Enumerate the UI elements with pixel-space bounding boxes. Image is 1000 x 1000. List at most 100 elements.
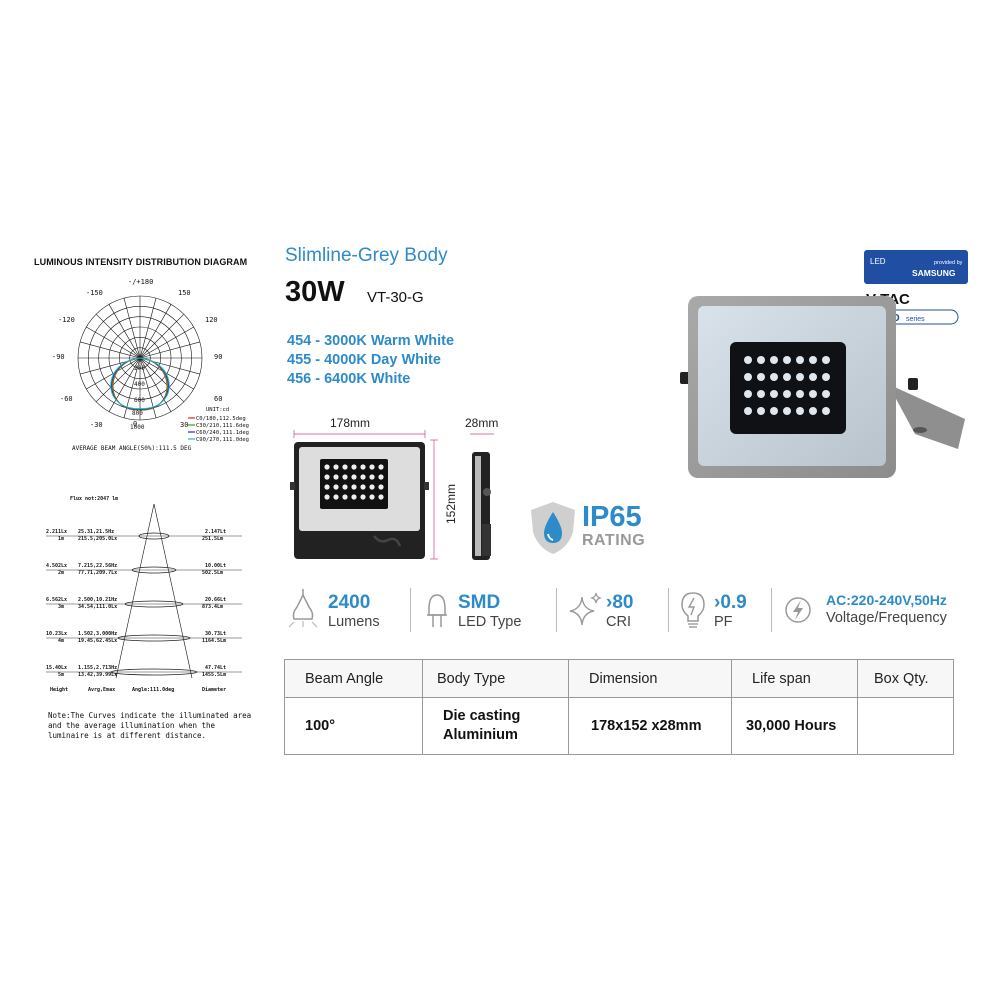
logo-provided: provided by xyxy=(934,260,963,266)
angle-label-r1: 120 xyxy=(205,316,218,324)
cone-right2-label: 1164.5Lm xyxy=(202,638,226,644)
cone-ellipse xyxy=(110,668,198,676)
polar-spoke xyxy=(108,304,141,359)
legend-c30: C30/210,111.6deg xyxy=(196,423,249,429)
ip-rating: IP65 xyxy=(582,501,642,533)
angle-label-r2: 90 xyxy=(214,353,222,361)
legend-c90: C90/270,111.0deg xyxy=(196,437,249,443)
voltage-icon xyxy=(785,597,811,623)
spec-led-type-value: SMD xyxy=(458,592,501,613)
polar-spoke xyxy=(95,313,141,359)
logo-series: series xyxy=(906,316,925,323)
led-dot xyxy=(360,494,366,500)
led-dot xyxy=(324,474,330,480)
cone-center-label: 25.31,21.5Hz xyxy=(78,529,114,535)
angle-label-tr: 150 xyxy=(178,289,191,297)
table-cell-beam-angle: 100° xyxy=(284,697,423,755)
color-option-day: 455 - 4000K Day White xyxy=(287,352,441,368)
cone-center-label: 1.502,3.000Hz xyxy=(78,631,117,637)
led-dot xyxy=(351,464,357,470)
cone-right2-label: 502.5Lm xyxy=(202,570,223,576)
unit-label: UNIT:cd xyxy=(206,407,229,413)
led-dot xyxy=(770,356,778,364)
led-dot xyxy=(360,474,366,480)
flux-label: Flux not:2047 lm xyxy=(70,496,118,502)
led-dot xyxy=(809,356,817,364)
led-dot xyxy=(744,407,752,415)
dimension-drawing: 178mm 28mm 152mm xyxy=(290,416,498,560)
cone-center2-label: 34.54,111.0Lx xyxy=(78,604,117,610)
cone-center-label: 2.500,10.21Hz xyxy=(78,597,117,603)
angle-label-l2: -90 xyxy=(52,353,65,361)
led-dot xyxy=(796,356,804,364)
led-dot xyxy=(378,464,384,470)
led-dot xyxy=(822,407,830,415)
cone-distance-label: 4m xyxy=(58,638,64,644)
spec-lumens-label: Lumens xyxy=(328,614,380,630)
diagram-note: Note:The Curves indicate the illuminated… xyxy=(48,711,252,740)
led-dot xyxy=(351,494,357,500)
table-header-dimension: Dimension xyxy=(568,659,732,698)
cone-center-label: 1.155,2.713Hz xyxy=(78,665,117,671)
radial-label-1000: 1000 xyxy=(130,424,145,431)
led-dot xyxy=(342,474,348,480)
angle-label-tl: -150 xyxy=(86,289,103,297)
led-dot xyxy=(757,390,765,398)
led-dot xyxy=(809,373,817,381)
polar-curve xyxy=(110,357,170,410)
polar-diagram: -/+180 -150 150 -120 120 -90 90 -60 60 -… xyxy=(52,278,249,452)
led-dot xyxy=(369,484,375,490)
polar-spoke xyxy=(95,357,141,403)
cone-right-label: 47.74Lt xyxy=(205,665,226,671)
angle-label-r4: 30 xyxy=(180,421,188,429)
led-dot xyxy=(324,494,330,500)
table-header-beam-angle: Beam Angle xyxy=(284,659,423,698)
table-cell-dimension: 178x152 x28mm xyxy=(568,697,732,755)
polar-diagram-title: LUMINOUS INTENSITY DISTRIBUTION DIAGRAM xyxy=(34,257,248,267)
table-header-box-qty: Box Qty. xyxy=(857,659,954,698)
radial-label-200: 200 xyxy=(134,365,145,372)
cone-height-label: 15.40Lx xyxy=(46,665,67,671)
radial-label-800: 800 xyxy=(132,410,143,417)
cone-height-label: 6.562Lx xyxy=(46,597,67,603)
polar-spoke xyxy=(80,341,141,359)
sparkle-icon xyxy=(569,592,602,626)
led-dot xyxy=(351,484,357,490)
polar-spoke xyxy=(123,298,141,359)
cone-footer-diameter: Diameter xyxy=(202,687,226,693)
product-image xyxy=(680,296,965,478)
table-cell-box-qty xyxy=(857,697,954,755)
spec-separator xyxy=(771,588,772,632)
ip-rating-label: RATING xyxy=(582,532,646,549)
color-option-warm: 454 - 3000K Warm White xyxy=(287,333,455,349)
table-header-life-span: Life span xyxy=(731,659,858,698)
table-header-row: Beam Angle Body Type Dimension Life span… xyxy=(284,659,954,698)
product-power: 30W xyxy=(285,276,345,308)
led-dot xyxy=(783,373,791,381)
polar-spoke xyxy=(139,357,172,412)
led-dot xyxy=(342,464,348,470)
product-subtitle: Slimline-Grey Body xyxy=(285,245,448,266)
color-option-white: 456 - 6400K White xyxy=(287,371,411,387)
led-dot xyxy=(324,484,330,490)
polar-spoke xyxy=(139,326,194,359)
table-row: 100° Die casting Aluminium 178x152 x28mm… xyxy=(284,697,954,755)
cone-right-label: 30.73Lt xyxy=(205,631,226,637)
mounting-bracket xyxy=(888,384,965,449)
height-label: 152mm xyxy=(444,484,458,524)
led-dot xyxy=(342,494,348,500)
cone-ellipse xyxy=(131,566,177,574)
led-dot xyxy=(369,464,375,470)
led-dot xyxy=(360,464,366,470)
spec-pf-label: PF xyxy=(714,614,733,630)
cone-center2-label: 215.5,205.0Lx xyxy=(78,536,117,542)
spec-separator xyxy=(668,588,669,632)
cone-footer-avg: Avrg,Emax xyxy=(88,687,115,693)
led-dot xyxy=(796,390,804,398)
led-dot xyxy=(757,373,765,381)
led-dot xyxy=(333,484,339,490)
angle-label-l3: -60 xyxy=(60,395,73,403)
led-dot xyxy=(369,494,375,500)
led-dot xyxy=(757,356,765,364)
polar-spoke xyxy=(86,326,141,359)
